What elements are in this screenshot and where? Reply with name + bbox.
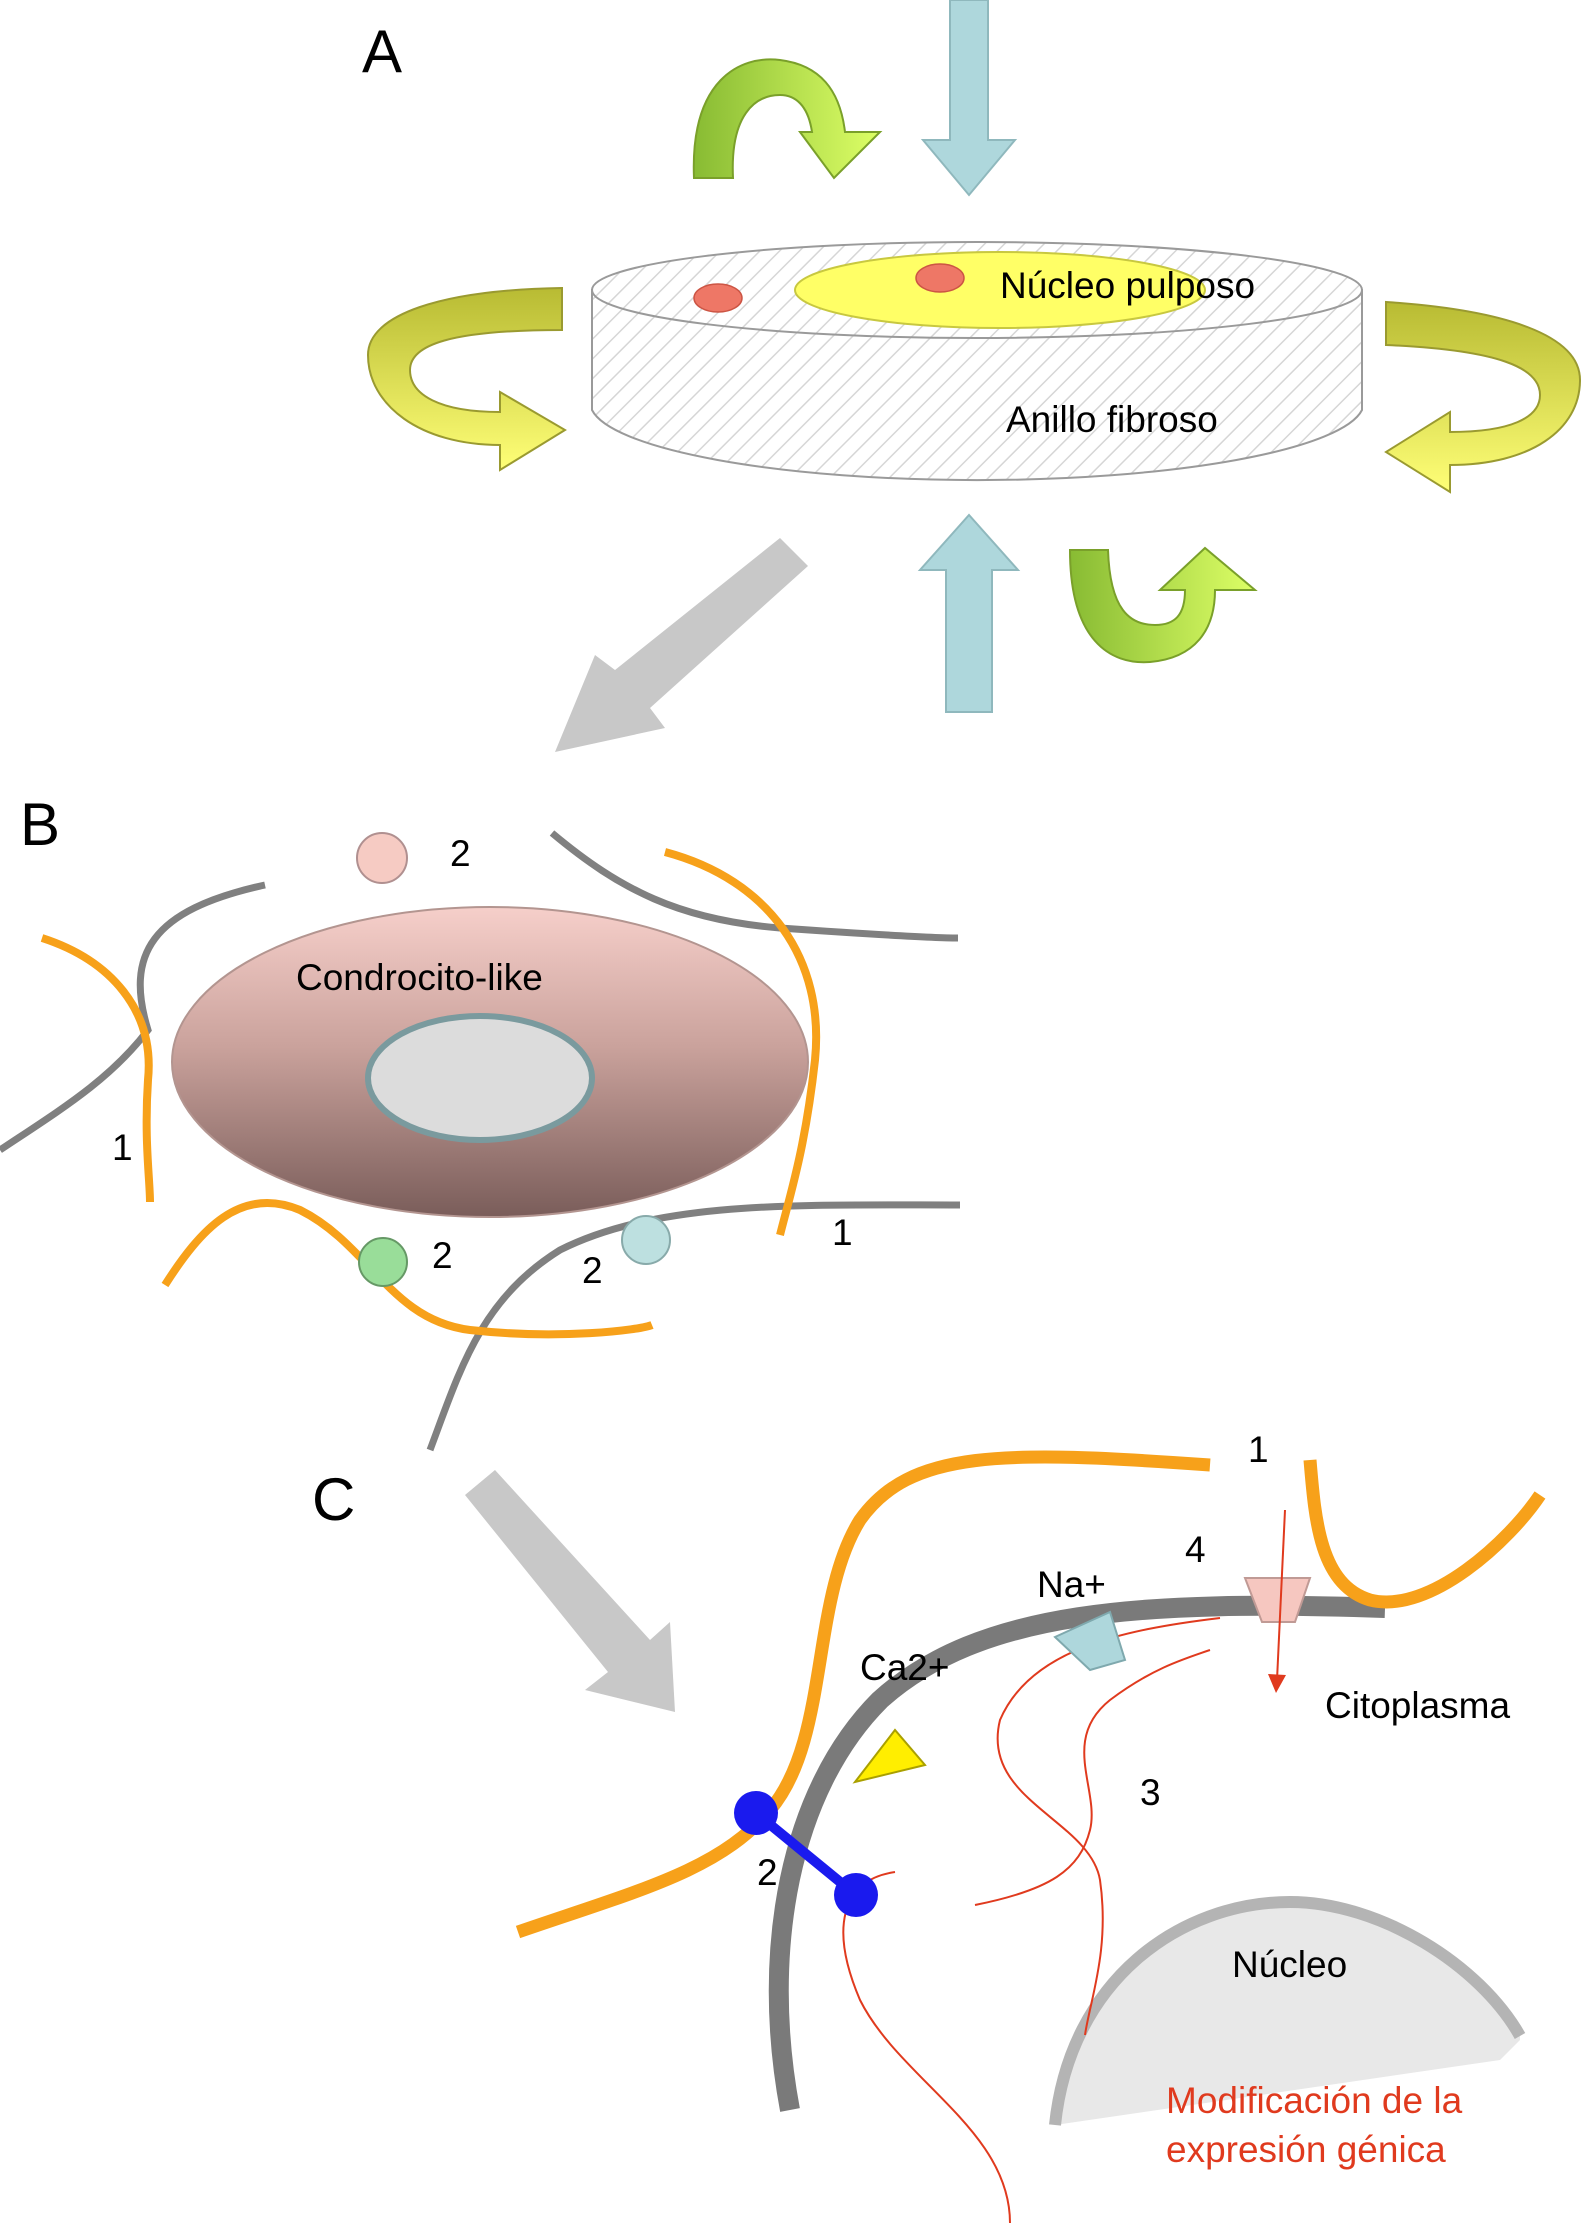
transition-arrow-bc-icon	[465, 1470, 675, 1712]
ion-flux-arrow	[1276, 1509, 1286, 1681]
receptor-circle-blue	[621, 1215, 671, 1265]
ca-label: Ca2+	[860, 1647, 949, 1688]
ion-flux-arrowhead-icon	[1268, 1674, 1286, 1693]
nucleus-pulposus-label: Núcleo pulposo	[1000, 265, 1255, 306]
chondrocyte-label: Condrocito-like	[296, 957, 543, 998]
panel-a-letter: A	[362, 18, 402, 85]
flexion-arrow-bottom-icon	[1068, 546, 1258, 664]
nucleus-envelope	[1049, 1895, 1526, 2126]
gray-fiber-2	[549, 830, 959, 942]
cell-dot-left	[693, 283, 743, 313]
signal-line-3	[974, 1649, 1211, 1906]
marker-b-1-right: 1	[832, 1212, 853, 1253]
cytoplasm-label: Citoplasma	[1325, 1685, 1510, 1726]
torsion-arrow-right-icon	[1384, 300, 1582, 494]
torsion-arrow-left-icon	[366, 286, 567, 472]
compression-arrow-top-icon	[920, 0, 1018, 197]
orange-fiber-bottom	[161, 1198, 654, 1339]
gray-fiber-1	[0, 881, 266, 1153]
integrin-head-inner	[834, 1873, 878, 1917]
intervertebral-disc	[591, 289, 1363, 482]
na-label: Na+	[1037, 1564, 1106, 1605]
cell-nucleus	[365, 1013, 595, 1143]
receptor-circle-green	[358, 1237, 408, 1287]
ecm-fiber-left	[515, 1450, 1211, 1939]
marker-c-1: 1	[1248, 1429, 1269, 1470]
panel-b-letter: B	[20, 791, 60, 858]
nucleus-c-label: Núcleo	[1232, 1944, 1347, 1985]
orange-fiber-right	[663, 848, 821, 1236]
panel-c-letter: C	[312, 1466, 355, 1533]
nucleus-pulposus	[794, 251, 1206, 329]
cell-membrane	[768, 1595, 1386, 2112]
stretch-channel-icon	[1243, 1577, 1312, 1623]
gray-fiber-3	[426, 1201, 961, 1452]
signal-line-2	[842, 1871, 1011, 2223]
nucleus-c	[1055, 1902, 1520, 2125]
marker-c-4: 4	[1185, 1529, 1206, 1570]
ca-channel-icon	[852, 1728, 927, 1784]
gene-expression-label-line2: expresión génica	[1166, 2129, 1446, 2170]
receptor-circle-pink	[356, 832, 408, 884]
orange-fiber-left	[40, 934, 154, 1203]
marker-c-3: 3	[1140, 1772, 1161, 1813]
cell-dot-center	[915, 263, 965, 293]
marker-c-2: 2	[757, 1852, 778, 1893]
marker-b-2-top: 2	[450, 833, 471, 874]
marker-b-2-blue: 2	[582, 1250, 603, 1291]
integrin-head-outer	[734, 1791, 778, 1835]
na-channel-icon	[1053, 1610, 1127, 1672]
transition-arrow-ab-icon	[555, 538, 808, 752]
gene-expression-label-line1: Modificación de la	[1166, 2080, 1463, 2121]
compression-arrow-bottom-icon	[917, 513, 1021, 713]
marker-b-1-left: 1	[112, 1127, 133, 1168]
flexion-arrow-top-icon	[692, 58, 883, 180]
ecm-fiber-right	[1303, 1459, 1546, 1609]
annulus-fibrosus-label: Anillo fibroso	[1006, 399, 1218, 440]
marker-b-2-green: 2	[432, 1235, 453, 1276]
